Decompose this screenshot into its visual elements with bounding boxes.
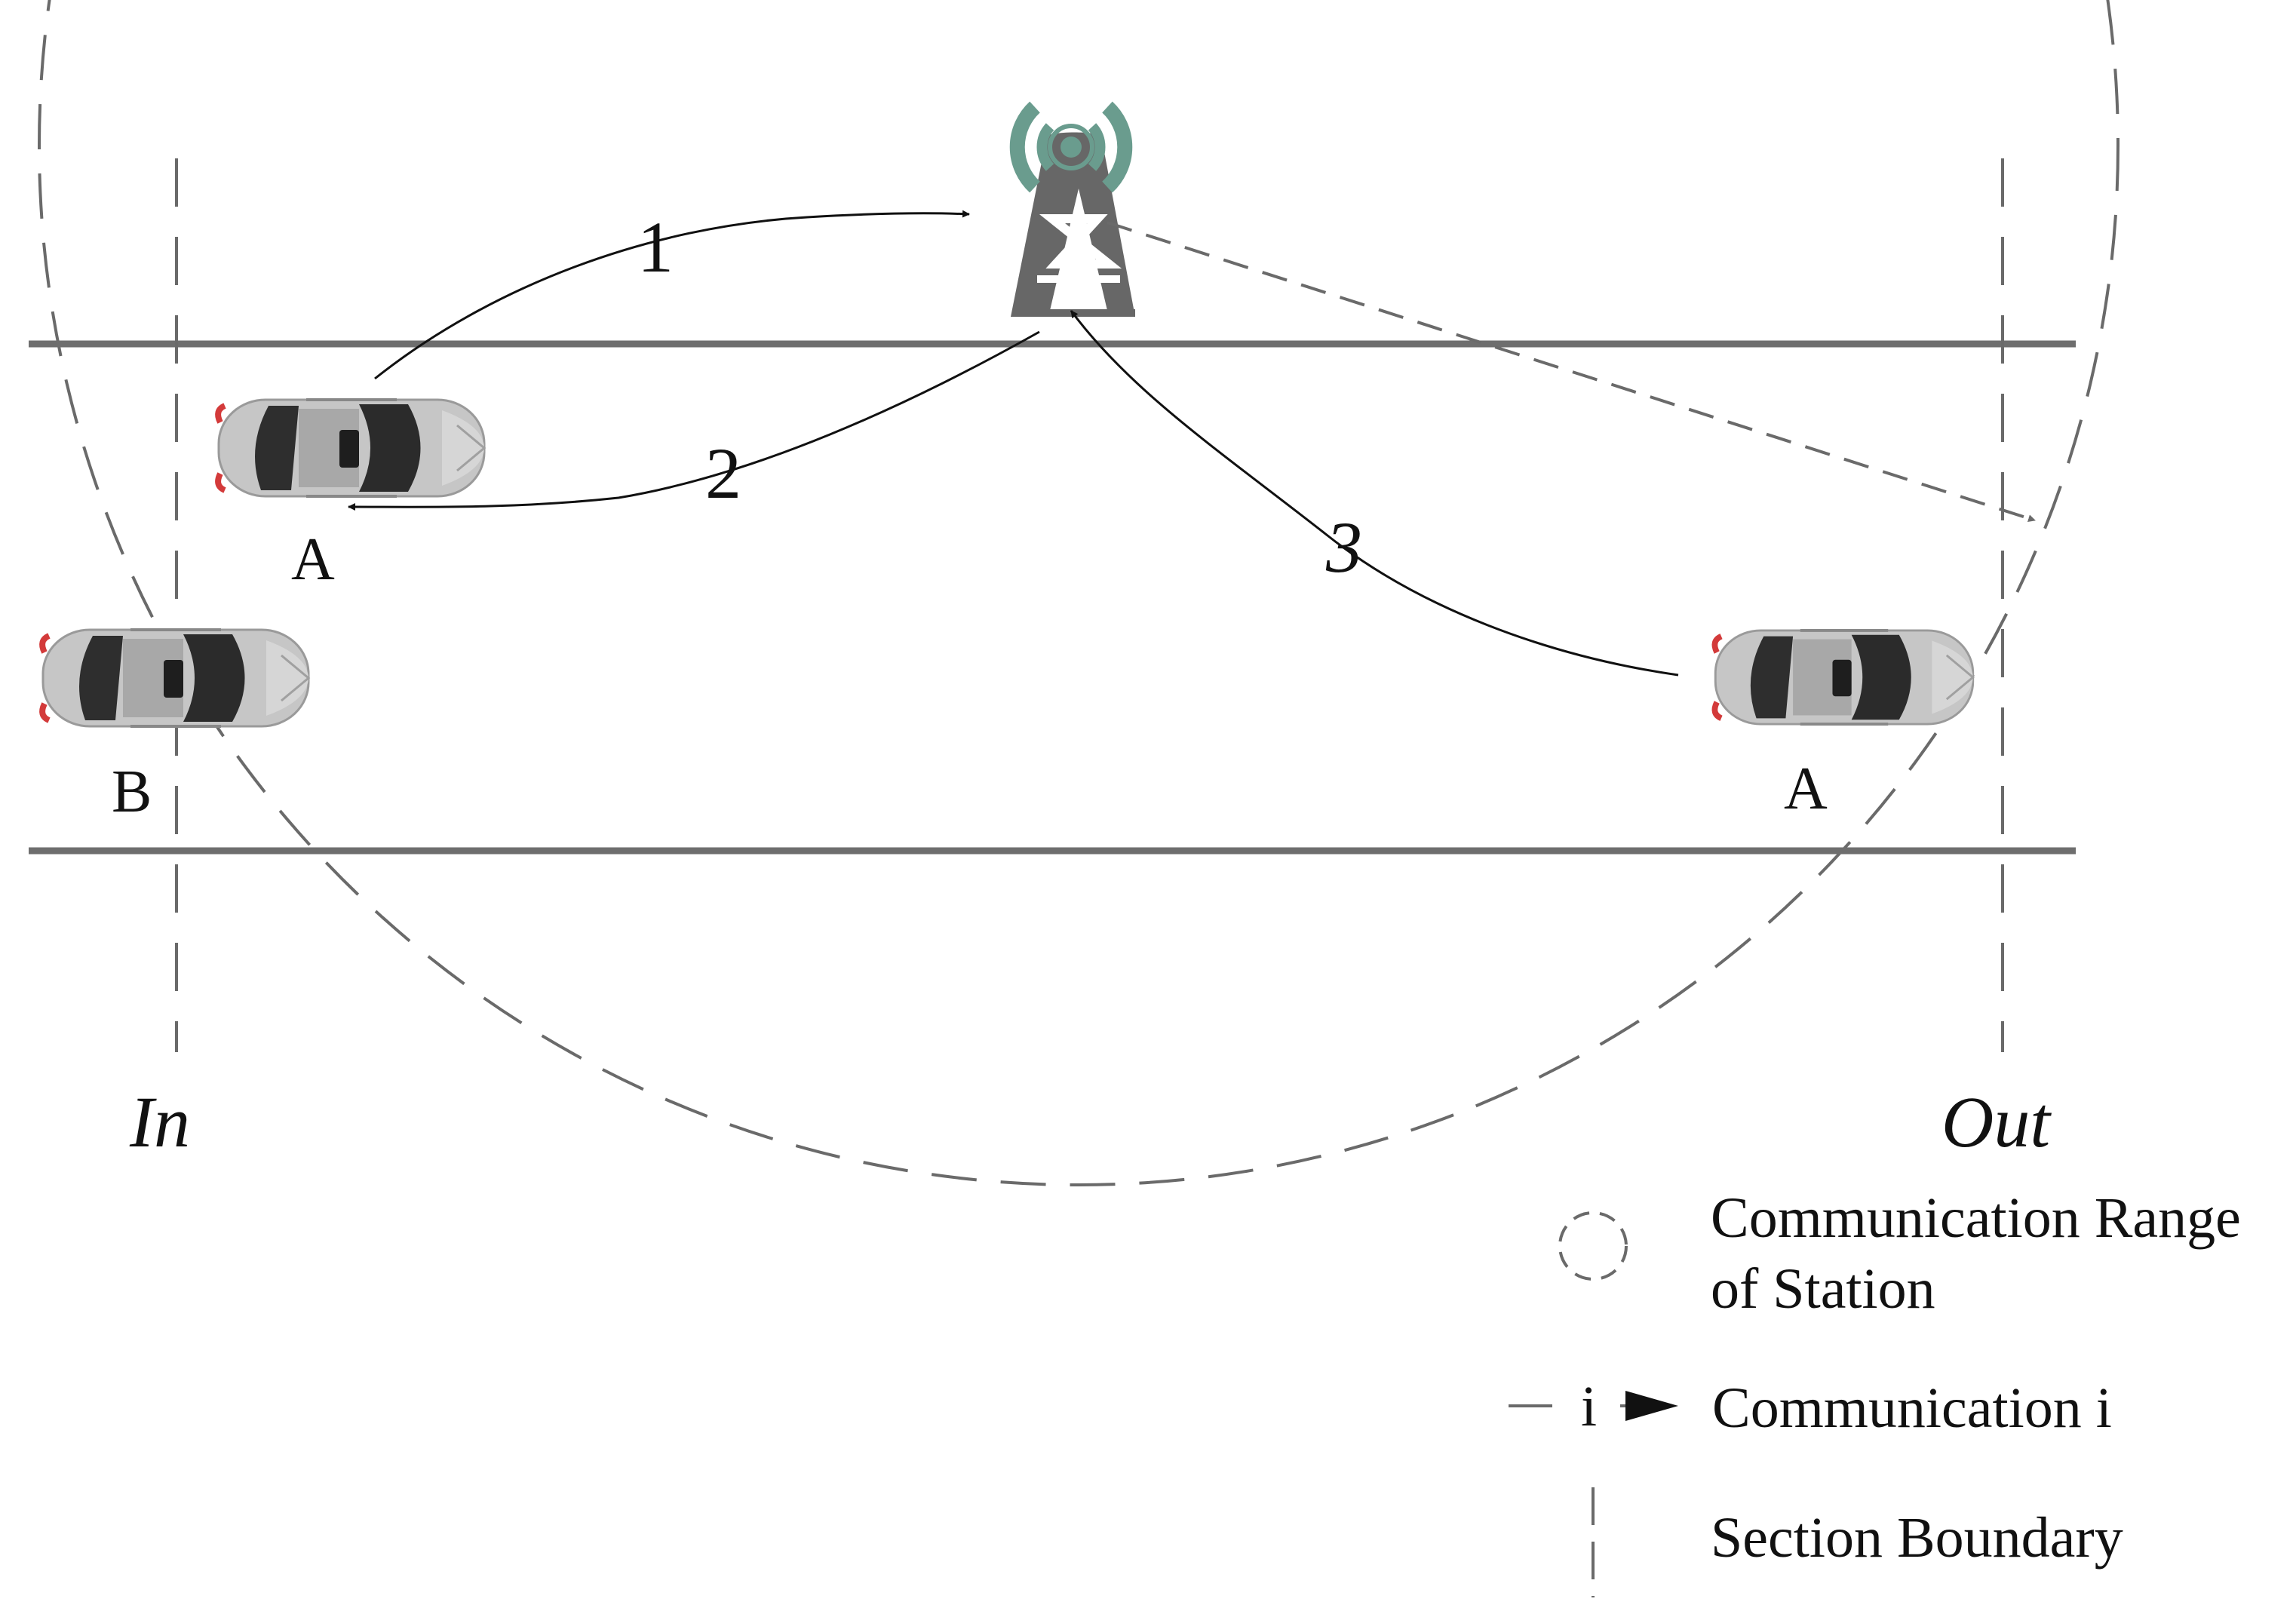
vehicle-a-left: [218, 400, 484, 496]
station-tower-icon: [1009, 101, 1135, 317]
communication-1-number: 1: [637, 207, 674, 287]
communication-2-arrow: [348, 330, 1040, 511]
communication-3-number: 3: [1325, 507, 1362, 588]
legend-range-line1: Communication Range: [1711, 1186, 2241, 1250]
vehicle-a-right: [1714, 631, 1972, 724]
vehicle-b-label: B: [112, 759, 152, 825]
in-boundary-label: In: [129, 1082, 190, 1162]
communication-1-arrow: [374, 210, 970, 380]
out-boundary-label: Out: [1941, 1082, 2052, 1162]
legend-comm-symbol: i: [1581, 1375, 1597, 1438]
communication-range-circle: [38, 0, 2120, 1186]
legend-comm-arrow-icon: [1625, 1391, 1678, 1421]
legend-range-line2: of Station: [1711, 1257, 1935, 1321]
legend-comm-label: Communication i: [1712, 1376, 2112, 1440]
legend-boundary-label: Section Boundary: [1711, 1506, 2123, 1570]
legend-range-icon: [1558, 1211, 1628, 1281]
vehicle-a-right-label: A: [1784, 756, 1828, 822]
legend: Communication Range of Station i Communi…: [1509, 1186, 2241, 1597]
communication-3-arrow: [1070, 310, 1679, 677]
communication-2-number: 2: [705, 433, 741, 514]
handover-dashed-arrow: [1107, 221, 2036, 523]
vehicle-b: [42, 630, 308, 726]
vehicle-a-left-label: A: [291, 526, 335, 593]
